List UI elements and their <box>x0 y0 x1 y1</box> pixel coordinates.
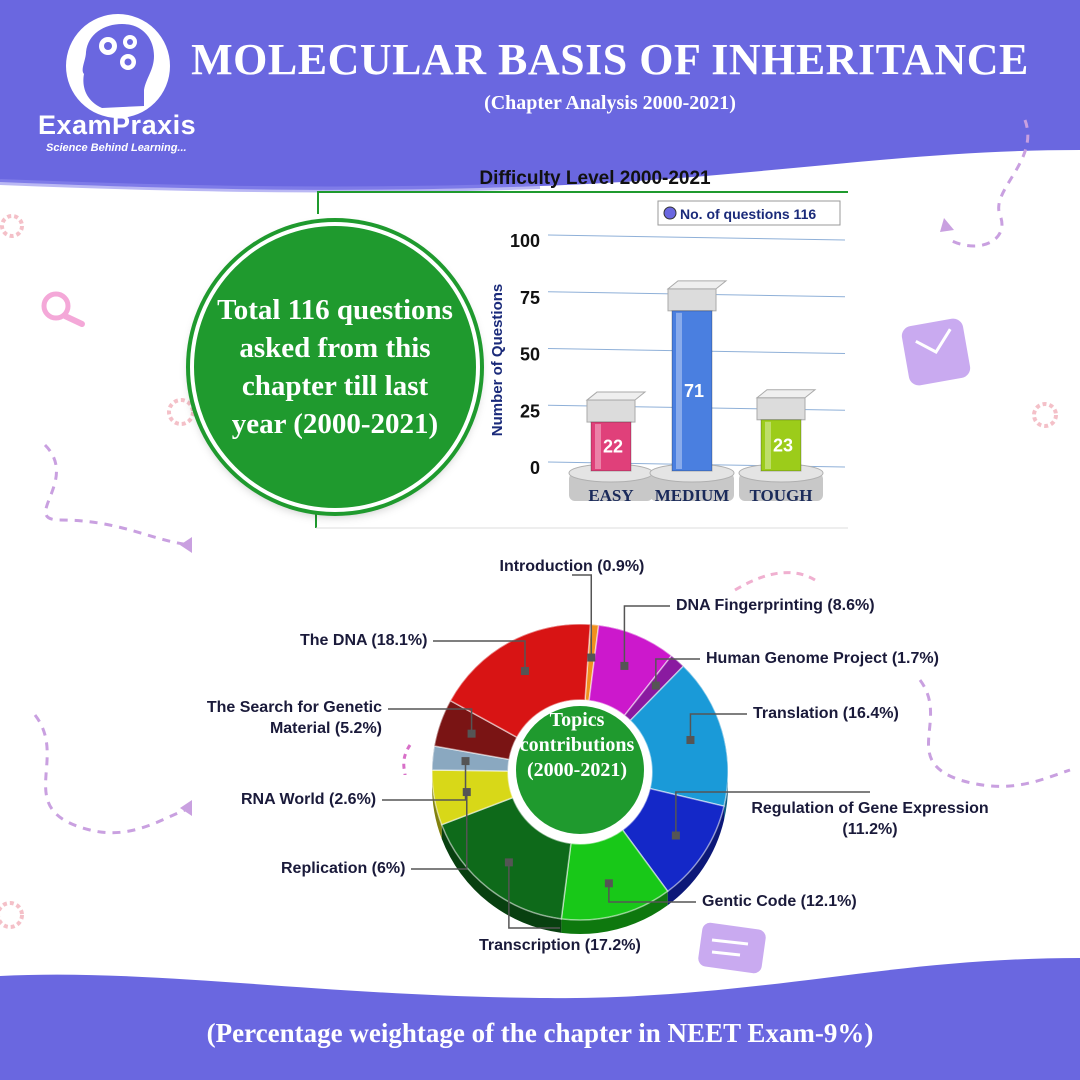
pie-leader-line <box>608 883 696 903</box>
category-label: MEDIUM <box>655 486 730 505</box>
y-tick-label: 25 <box>520 401 540 421</box>
pie-slice-label: Human Genome Project (1.7%) <box>706 650 939 667</box>
gridline <box>547 234 846 241</box>
pie-leader-line <box>623 605 670 666</box>
brand-tagline: Science Behind Learning... <box>46 142 187 154</box>
bar-easy <box>590 421 632 472</box>
pie-slice-side <box>432 770 442 839</box>
legend-box <box>657 200 841 226</box>
legend-marker <box>663 206 677 220</box>
bar-cap-top <box>755 389 817 399</box>
y-tick-label: 75 <box>520 288 540 308</box>
pie-slice-side <box>561 891 668 934</box>
brand-name: ExamPraxis <box>38 110 197 140</box>
bar-value-label: 71 <box>684 381 704 401</box>
page-subtitle: (Chapter Analysis 2000-2021) <box>484 92 736 114</box>
pie-slice <box>629 665 729 808</box>
pie-slice-label: RNA World (2.6%) <box>241 791 377 808</box>
pie-leader-line <box>508 862 560 929</box>
bar-highlight <box>765 421 771 469</box>
y-axis-label: Number of Questions <box>489 284 506 437</box>
pie-slice-label: Introduction (0.9%) <box>499 558 645 575</box>
bar-medium <box>671 310 713 472</box>
total-questions-badge: Total 116 questions asked from this chap… <box>190 222 480 512</box>
pie-slice-label: Replication (6%) <box>281 860 406 877</box>
pie-slice-side <box>441 824 562 933</box>
bar-tough <box>760 419 802 472</box>
pie-slice-label: The DNA (18.1%) <box>300 632 428 649</box>
bar-value-label: 22 <box>603 437 623 457</box>
bar-highlight <box>676 312 682 469</box>
pie-slice-label: Translation (16.4%) <box>753 705 899 722</box>
legend-label: No. of questions 116 <box>680 206 816 222</box>
y-tick-label: 0 <box>530 458 540 478</box>
y-tick-label: 100 <box>510 231 540 251</box>
pie-leader-line <box>382 761 467 801</box>
pie-leader-line <box>411 792 468 870</box>
pie-leader-line <box>433 640 526 672</box>
topics-pie-chart <box>382 574 870 934</box>
bar-highlight <box>595 424 601 469</box>
pie-slice-label: DNA Fingerprinting (8.6%) <box>676 597 875 614</box>
bar-cap-top <box>585 391 647 401</box>
pie-leader-line <box>572 574 593 658</box>
pie-slice-label: Gentic Code (12.1%) <box>702 893 857 910</box>
pie-leader-line <box>689 713 747 740</box>
bar-value-label: 23 <box>773 435 793 455</box>
total-questions-text: Total 116 questions asked from this chap… <box>217 294 453 440</box>
pie-leader-line <box>675 791 870 836</box>
footer-weightage: (Percentage weightage of the chapter in … <box>206 1018 874 1048</box>
category-label: TOUGH <box>750 486 813 505</box>
page-title: MOLECULAR BASIS OF INHERITANCE <box>191 35 1029 84</box>
pie-leader-line <box>655 658 700 686</box>
bar-cap-top <box>666 280 728 290</box>
pie-slice-label: Transcription (17.2%) <box>479 937 641 954</box>
pie-center-disc <box>516 706 644 834</box>
category-label: EASY <box>588 486 633 505</box>
pie-slice <box>449 623 592 739</box>
pie-slice-label: Regulation of Gene Expression (11.2%) <box>751 800 989 838</box>
bar-chart-title: Difficulty Level 2000-2021 <box>479 168 711 189</box>
pie-slice-label: The Search for Genetic Material (5.2%) <box>206 699 382 737</box>
pie-leader-line <box>388 708 473 734</box>
y-tick-label: 50 <box>520 345 540 365</box>
pie-center-label: Topics contributions (2000-2021) <box>519 709 635 781</box>
